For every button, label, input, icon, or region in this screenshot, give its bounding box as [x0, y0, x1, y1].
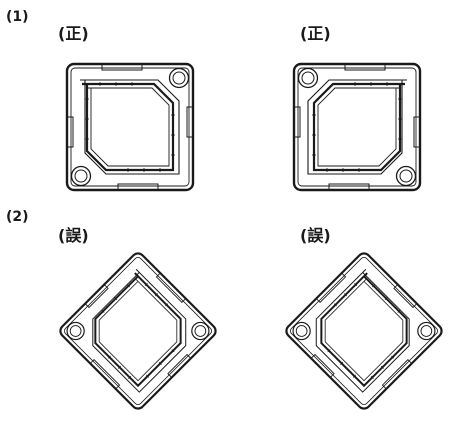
hoop-figure-3: [56, 249, 220, 413]
section-1-label: (1): [6, 9, 29, 25]
figure-1-caption: (正): [58, 24, 89, 43]
figure-2-caption: (正): [300, 24, 331, 43]
section-2-label: (2): [6, 209, 29, 225]
figure-4-caption: (誤): [300, 226, 331, 245]
hoop-figure-1: [65, 62, 195, 192]
hoop-figure-4: [282, 249, 446, 413]
hoop-figure-2: [292, 62, 422, 192]
figure-3-caption: (誤): [58, 226, 89, 245]
